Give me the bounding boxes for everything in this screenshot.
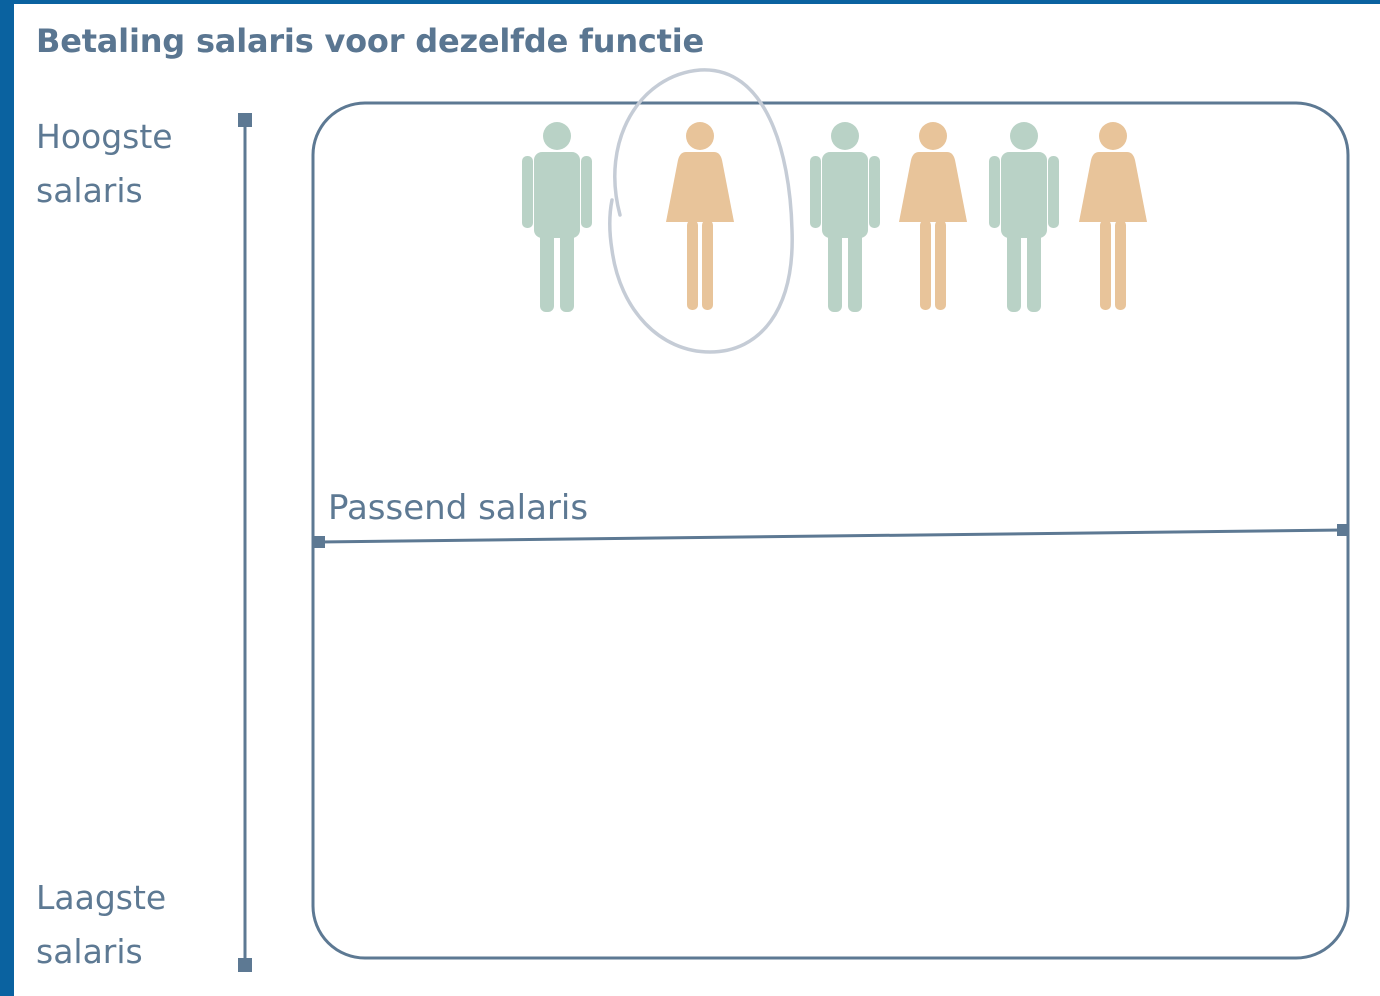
axis-top-cap xyxy=(238,113,252,127)
fair-salary-line-start-cap xyxy=(313,536,325,548)
fair-salary-label: Passend salaris xyxy=(328,488,589,528)
highlight-circle xyxy=(607,68,794,354)
woman-icon xyxy=(1079,122,1147,310)
man-icon xyxy=(810,122,880,312)
left-border xyxy=(0,0,14,996)
axis-bottom-cap xyxy=(238,958,252,972)
axis-label-highest-line2: salaris xyxy=(36,171,143,210)
axis-label-lowest-line1: Laagste xyxy=(36,878,167,917)
man-icon xyxy=(989,122,1059,312)
fair-salary-line xyxy=(318,528,1344,544)
axis-label-lowest: Laagste salaris xyxy=(36,871,166,979)
axis-label-lowest-line2: salaris xyxy=(36,932,143,971)
fair-salary-line-end-cap xyxy=(1337,524,1349,536)
diagram-title: Betaling salaris voor dezelfde functie xyxy=(36,22,705,60)
axis-label-highest: Hoogste salaris xyxy=(36,110,173,218)
woman-icon xyxy=(666,122,734,310)
man-icon xyxy=(522,122,592,312)
top-border xyxy=(0,0,1380,4)
axis-label-highest-line1: Hoogste xyxy=(36,117,173,156)
woman-icon xyxy=(899,122,967,310)
